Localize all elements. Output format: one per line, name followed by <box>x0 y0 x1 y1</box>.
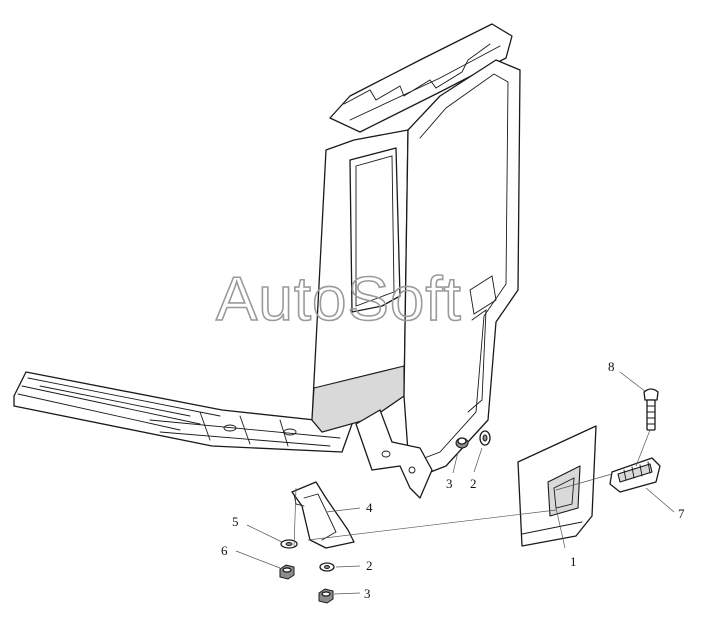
leader-lines <box>235 371 675 595</box>
callout-3-upper: 3 <box>446 476 453 491</box>
nut-part-3-upper <box>455 437 469 449</box>
callout-4: 4 <box>366 500 373 515</box>
callout-2-lower: 2 <box>366 558 373 573</box>
nut-part-6 <box>279 564 295 580</box>
watermark-text: AutoSoft <box>216 265 462 334</box>
washer-part-5 <box>280 539 298 549</box>
floor-side-rail <box>13 371 353 453</box>
callout-5: 5 <box>232 514 239 529</box>
clip-part-7 <box>609 457 661 493</box>
washer-part-2-upper <box>479 430 491 446</box>
nut-part-3-lower <box>318 588 334 604</box>
bolt-part-8 <box>643 388 659 431</box>
support-bracket-part-4 <box>291 481 355 549</box>
washer-part-2-lower <box>319 562 335 572</box>
callout-3-lower: 3 <box>364 586 371 601</box>
callout-8: 8 <box>608 359 615 374</box>
callout-7: 7 <box>678 506 685 521</box>
callout-2-upper: 2 <box>470 476 477 491</box>
callout-6: 6 <box>221 543 228 558</box>
callout-1: 1 <box>570 554 577 569</box>
door-frame-assembly <box>311 23 521 499</box>
trim-panel-part-1 <box>517 425 597 547</box>
